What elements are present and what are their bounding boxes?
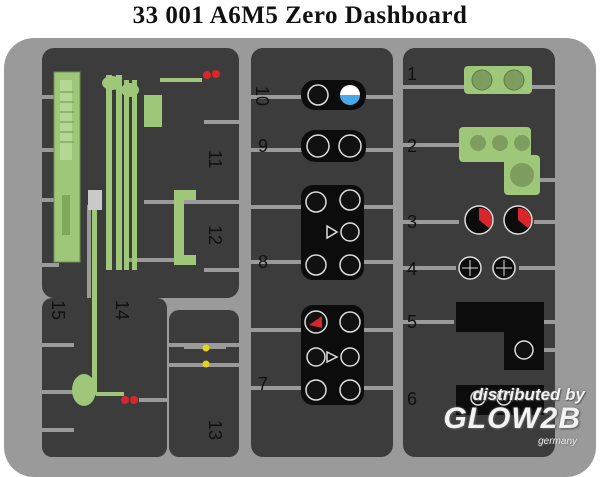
part-8-instrument-panel <box>301 185 364 280</box>
part-number-7: 7 <box>258 374 268 394</box>
part-10-instruments <box>301 80 366 110</box>
part-number-3: 3 <box>407 212 417 232</box>
part-number-4: 4 <box>407 259 417 279</box>
part-3-gauges <box>464 205 533 235</box>
part-number-1: 1 <box>407 64 417 84</box>
part-2-green-plate <box>459 127 540 195</box>
part-number-5: 5 <box>407 312 417 332</box>
part-number-6: 6 <box>407 389 417 409</box>
part-7-instrument-panel <box>301 305 364 405</box>
part-number-14: 14 <box>112 300 132 320</box>
part-number-15: 15 <box>48 300 68 320</box>
part-12-green-bracket <box>174 190 196 265</box>
part-1-green-plate <box>464 66 532 94</box>
part-number-2: 2 <box>407 136 417 156</box>
part-13-wires <box>184 344 226 368</box>
part-number-9: 9 <box>258 136 268 156</box>
window-left-lower <box>42 298 167 457</box>
page-title: 33 001 A6M5 Zero Dashboard <box>132 2 468 29</box>
part-4-gauges <box>458 256 516 280</box>
part-number-13: 13 <box>205 420 225 440</box>
distributor-watermark: distributed by GLOW2B germany <box>415 382 595 457</box>
part-5-black-plate <box>456 302 544 370</box>
part-11-green-levers <box>102 75 202 270</box>
window-left <box>42 48 239 298</box>
glow2b-logo: GLOW2B <box>443 402 581 435</box>
part-9-instruments <box>301 130 366 162</box>
red-knobs <box>121 70 220 404</box>
part-number-10: 10 <box>252 86 272 106</box>
watermark-line1: distributed by <box>472 385 585 404</box>
part-number-8: 8 <box>258 252 268 272</box>
part-14-green-lever <box>72 190 124 406</box>
part-number-12: 12 <box>205 225 225 245</box>
watermark-line2: germany <box>538 436 577 447</box>
window-left-lower-right <box>169 310 239 457</box>
part-6-black-plate <box>456 385 544 415</box>
photo-etch-fret: 1 2 3 4 5 6 7 8 9 13 10 11 12 14 15 <box>4 38 596 477</box>
part-15-green-bracket <box>53 71 81 263</box>
part-number-11: 11 <box>205 150 225 169</box>
